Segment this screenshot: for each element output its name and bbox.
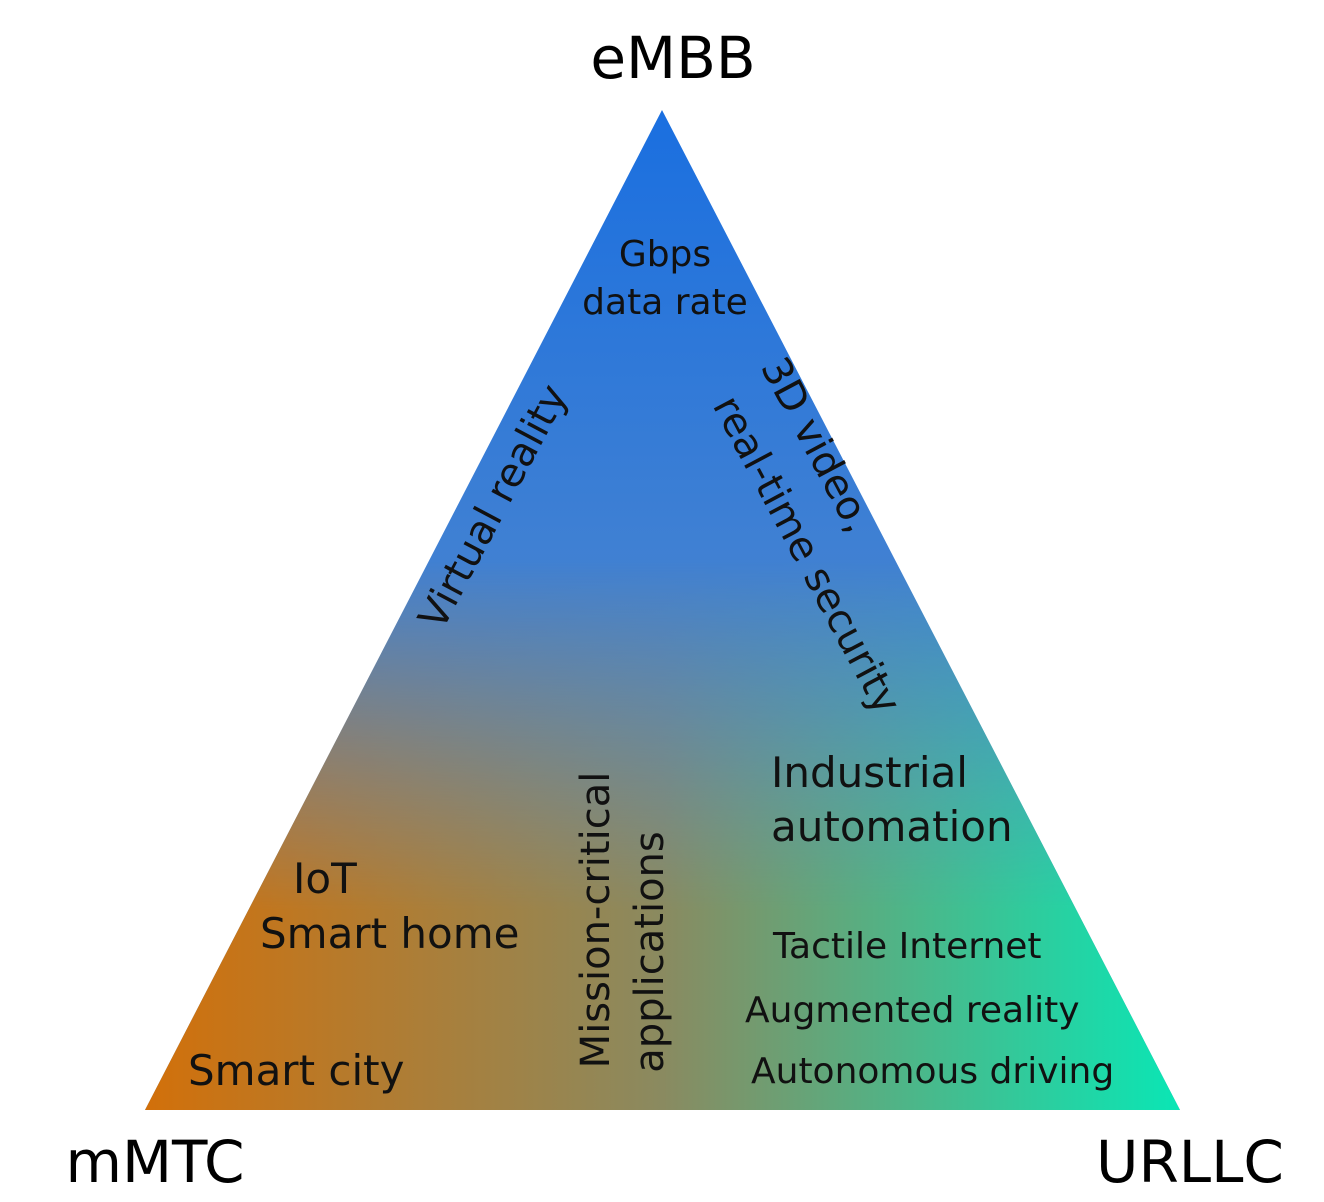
triangle-bottom-overlay [145, 110, 1180, 1110]
label-tactile-internet: Tactile Internet [772, 926, 1042, 967]
label-gbps: Gbps [619, 234, 711, 275]
label-smart-home: Smart home [260, 909, 519, 958]
label-applications: applications [627, 831, 673, 1072]
label-smart-city: Smart city [188, 1046, 404, 1095]
vertex-label-embb: eMBB [590, 24, 755, 92]
vertex-label-mmtc: mMTC [65, 1128, 244, 1196]
label-data-rate: data rate [582, 282, 748, 323]
label-mission-critical: Mission-critical [573, 772, 619, 1069]
label-augmented-reality: Augmented reality [745, 990, 1080, 1031]
label-autonomous-driving: Autonomous driving [751, 1051, 1114, 1092]
label-industrial: Industrial [771, 748, 968, 797]
vertex-label-urllc: URLLC [1096, 1128, 1284, 1196]
label-automation: automation [771, 802, 1013, 851]
label-iot: IoT [293, 854, 357, 903]
